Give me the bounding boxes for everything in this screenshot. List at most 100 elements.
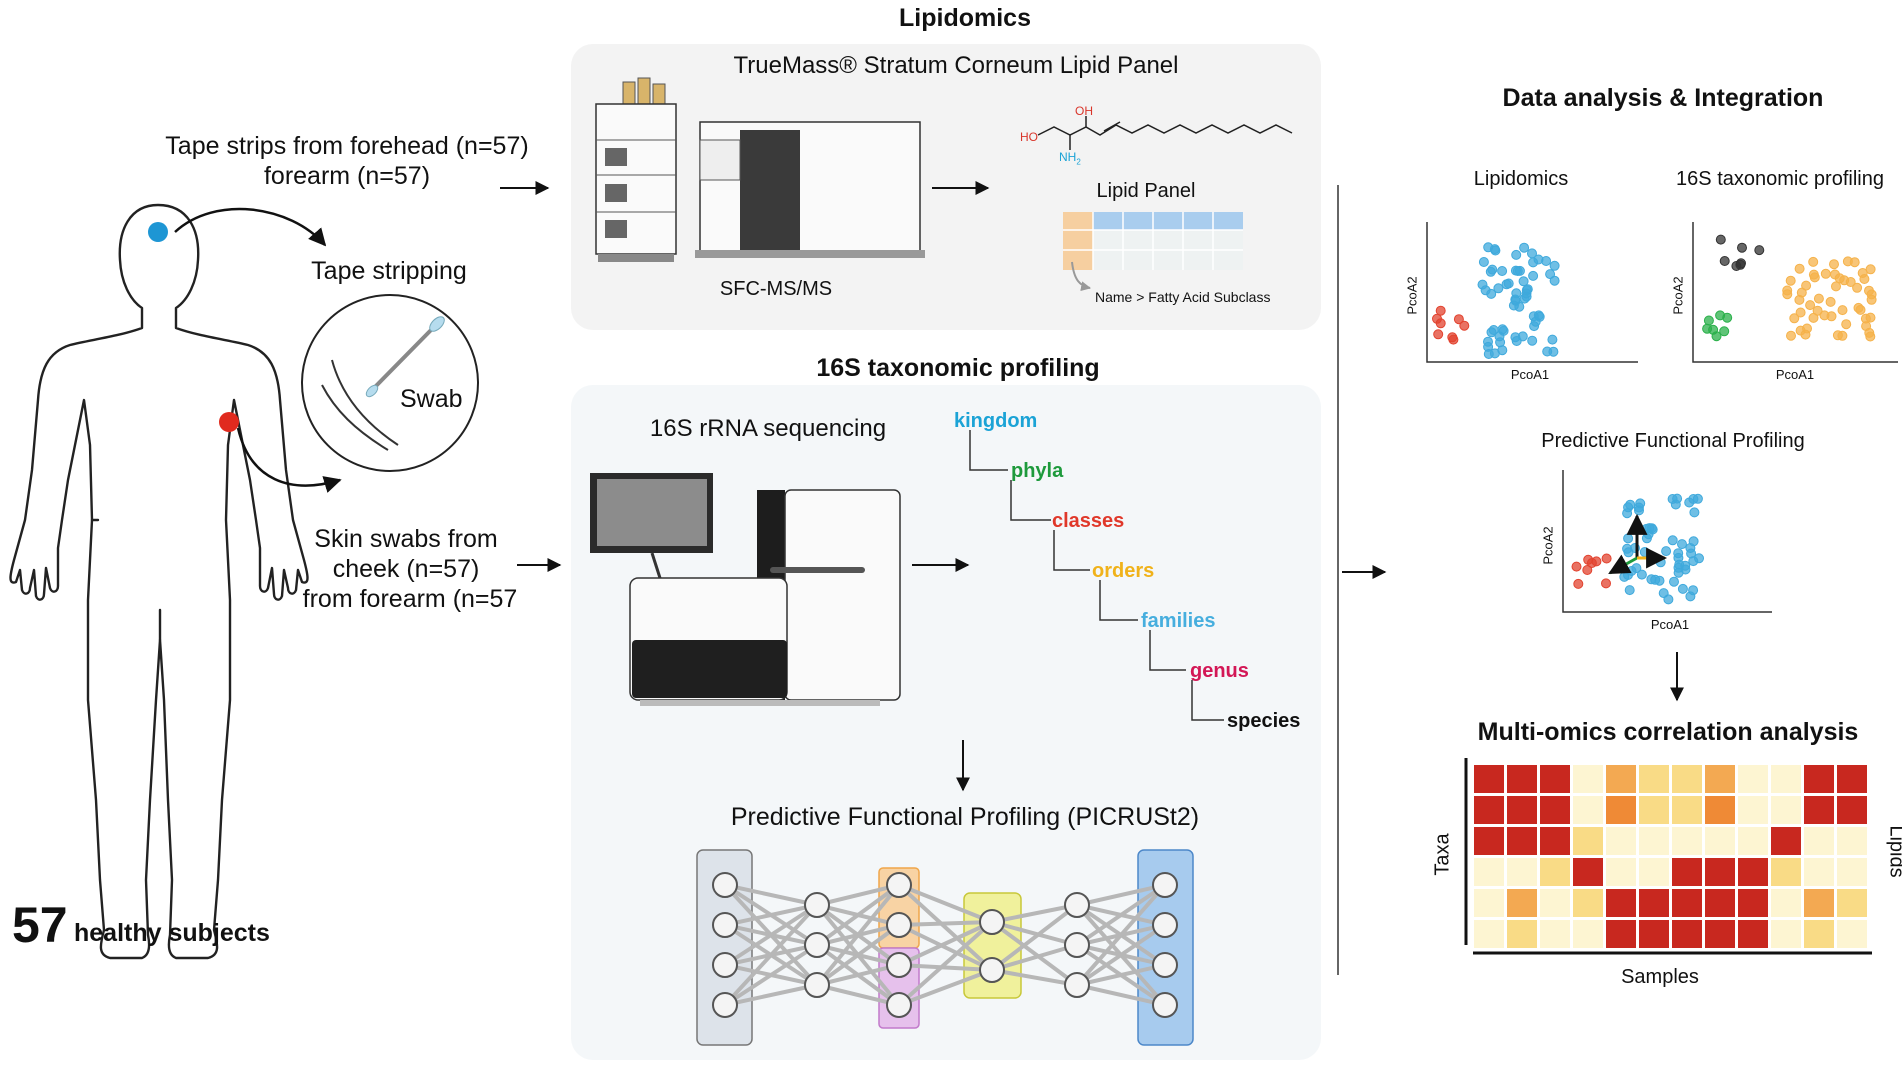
heatmap-cell [1639, 765, 1669, 793]
pcoa-point-green [1719, 326, 1730, 337]
lipid-panel-table [1063, 212, 1243, 292]
pcoa-point-black [1715, 234, 1726, 245]
heatmap-cell [1705, 858, 1735, 886]
nn-connection [990, 920, 1079, 987]
pcoa-point-orange [1837, 305, 1848, 316]
lipid-panel-name: TrueMass® Stratum Corneum Lipid Panel [733, 52, 1179, 79]
swab-label: Swab [400, 385, 463, 413]
heatmap-cell [1738, 889, 1768, 917]
heatmap-cell [1507, 796, 1537, 824]
pcoa-point-black [1754, 245, 1765, 256]
pcoa-point-orange [1865, 264, 1876, 275]
pcoa-point-blue [1501, 279, 1512, 290]
nn-connection [897, 920, 994, 1007]
pcoa-point-green [1711, 331, 1722, 342]
heatmap-cell [1474, 920, 1504, 948]
pcoa-point-blue [1688, 494, 1699, 504]
heatmap-cell [1606, 827, 1636, 855]
heatmap-cell [1738, 827, 1768, 855]
nn-connection [724, 883, 818, 907]
nn-connection [816, 963, 900, 987]
taxonomy-title: 16S taxonomic profiling [816, 354, 1100, 382]
pcoa-point-red [1435, 305, 1446, 316]
heatmap-lipids-label: Lipids [1885, 825, 1902, 878]
skin-swabs-text: Skin swabs from [314, 525, 498, 553]
neural-network-diagram [696, 849, 1194, 1046]
pcoa-point-blue [1689, 507, 1700, 518]
heatmap-cell [1672, 858, 1702, 886]
pcoa-point-orange [1866, 294, 1877, 305]
pcoa-point-blue [1497, 345, 1508, 356]
pcoa-point-blue [1512, 266, 1523, 276]
pcoa-point-black [1719, 256, 1730, 266]
tax-level-kingdom: kingdom [954, 410, 1038, 432]
pcoa-point-red [1453, 314, 1464, 325]
forehead-marker [148, 222, 168, 242]
pcoa-point-orange [1795, 307, 1806, 318]
heatmap-cell [1639, 796, 1669, 824]
nn-connection [990, 903, 1079, 972]
heatmap-cell [1738, 765, 1768, 793]
pcoa-point-blue [1511, 288, 1522, 299]
chem-nh2-label: NH2 [1059, 150, 1081, 167]
nn-connection [1075, 883, 1167, 987]
sphingoid-structure [1037, 116, 1293, 150]
nn-node [1064, 932, 1090, 958]
nn-node [1152, 912, 1178, 938]
heatmap-cell [1540, 920, 1570, 948]
human-figure [9, 203, 309, 960]
nn-node [1064, 972, 1090, 998]
pcoa-16s-xlabel: PcoA1 [1775, 367, 1815, 382]
tax-level-families: families [1141, 610, 1216, 632]
skin-swabs-cheek-text: cheek (n=57) [332, 555, 480, 583]
pcoa-point-blue [1625, 499, 1636, 510]
pcoa-point-red [1433, 329, 1444, 340]
heatmap-cell [1474, 889, 1504, 917]
pcoa-point-orange [1841, 319, 1852, 330]
heatmap-xlabel: Samples [1621, 966, 1699, 988]
nn-connection [991, 943, 1078, 972]
pcoa-point-orange [1789, 313, 1800, 324]
pcoa-point-blue [1623, 533, 1634, 544]
heatmap-cell [1738, 920, 1768, 948]
tax-level-classes: classes [1052, 510, 1125, 532]
heatmap-cell [1804, 889, 1834, 917]
pcoa-point-orange [1853, 302, 1864, 313]
heatmap-cell [1771, 765, 1801, 793]
heatmap-cell [1804, 796, 1834, 824]
pcoa-point-red [1571, 561, 1582, 572]
tax-level-species: species [1227, 710, 1301, 732]
heatmap-cell [1606, 920, 1636, 948]
pcoa-point-orange [1845, 277, 1856, 287]
pcoa-point-blue [1636, 569, 1647, 580]
pcoa-point-blue [1673, 567, 1684, 578]
nn-node [712, 872, 738, 898]
pcoa-point-blue [1527, 335, 1538, 346]
pcoa-point-blue [1677, 583, 1688, 594]
pcoa-functional-points [1571, 493, 1704, 605]
heatmap-cell [1705, 796, 1735, 824]
nn-connection [898, 883, 993, 924]
nn-node [804, 892, 830, 918]
nn-node [886, 912, 912, 938]
pcoa-point-blue [1477, 279, 1488, 290]
pcoa-point-orange [1805, 300, 1816, 311]
pcoa-func-xlabel: PcoA1 [1650, 617, 1690, 632]
heatmap-cell [1573, 858, 1603, 886]
pcoa-point-orange [1808, 269, 1819, 280]
pcoa-point-blue [1511, 249, 1522, 260]
heatmap-cell [1837, 889, 1867, 917]
heatmap-cell [1540, 796, 1570, 824]
multiomics-title: Multi-omics correlation analysis [1477, 718, 1859, 746]
skin-swabs-forearm-text: from forearm (n=57 [302, 585, 518, 613]
nn-connection [723, 903, 819, 967]
heatmap-cell [1639, 920, 1669, 948]
pcoa-point-orange [1813, 293, 1824, 304]
nn-connection [724, 903, 818, 927]
heatmap-cell [1771, 858, 1801, 886]
pcoa-point-red [1459, 320, 1470, 331]
pcoa-point-blue [1497, 266, 1508, 276]
swab-illustration [301, 294, 479, 472]
heatmap-cell [1738, 796, 1768, 824]
